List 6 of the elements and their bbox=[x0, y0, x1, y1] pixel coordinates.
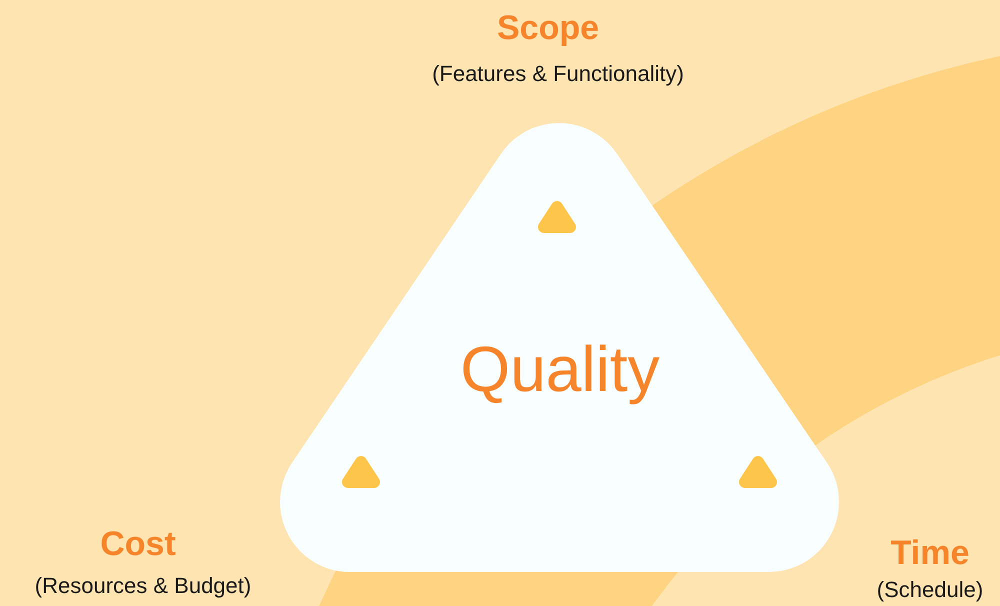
corner-heading: Time bbox=[890, 533, 970, 573]
corner-subtitle: (Features & Functionality) bbox=[432, 60, 684, 88]
corner-subtitle: (Schedule) bbox=[876, 576, 984, 604]
corner-heading: Cost bbox=[100, 524, 176, 564]
corner-subtitle: (Resources & Budget) bbox=[34, 572, 252, 600]
corner-heading: Scope bbox=[496, 8, 600, 48]
